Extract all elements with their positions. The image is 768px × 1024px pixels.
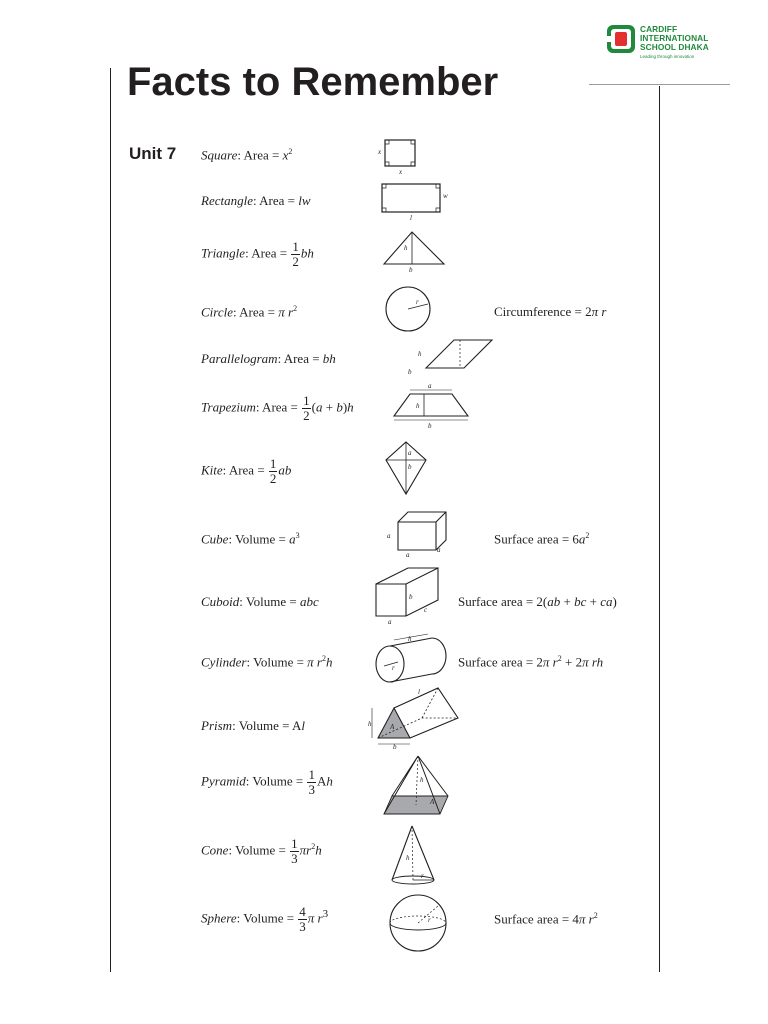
svg-text:x: x [377,148,382,156]
school-logo: CARDIFF INTERNATIONAL SCHOOL DHAKA Leadi… [600,18,730,66]
formula-cuboid: Cuboid: Volume = abc [201,594,319,609]
svg-text:h: h [416,402,420,410]
formula-rectangle: Rectangle: Area = lw [201,193,311,208]
svg-text:r: r [421,872,424,880]
svg-text:h: h [408,635,412,643]
svg-text:b: b [428,422,432,430]
svg-text:a: a [437,546,441,554]
trapezium-diagram: a h b [392,382,470,430]
logo-tagline: Leading through innovation [640,54,695,59]
svg-text:a: a [408,449,412,457]
svg-text:w: w [443,192,448,200]
svg-text:a: a [428,382,432,390]
svg-text:a: a [406,551,410,559]
formula-circle: Circle: Area = π r2 [201,304,298,320]
cone-diagram: h r [391,825,435,885]
cube-diagram: a a a [387,511,447,559]
sphere-diagram: r [389,894,447,952]
sphere-surface-area: Surface area = 4π r2 [494,911,598,927]
circumference-formula: Circumference = 2π r [494,304,607,319]
square-diagram: x x [377,139,416,176]
page-title: Facts to Remember [127,60,499,104]
svg-text:A: A [389,723,395,731]
svg-text:b: b [409,266,413,274]
svg-text:h: h [368,720,372,728]
cuboid-surface-area: Surface area = 2(ab + bc + ca) [458,594,617,609]
svg-text:a: a [387,532,391,540]
svg-text:h: h [404,244,408,252]
unit-heading: Unit 7 [129,144,177,163]
svg-text:b: b [408,463,412,471]
cylinder-diagram: h r [375,633,447,683]
triangle-diagram: h b [382,231,446,274]
cylinder-surface-area: Surface area = 2π r2 + 2π rh [458,654,604,670]
prism-diagram: h A b l [368,687,459,751]
formula-square: Square: Area = x2 [201,147,293,163]
svg-text:r: r [416,298,419,306]
formula-cylinder: Cylinder: Volume = π r2h [201,654,333,670]
right-margin-line [659,86,660,972]
parallelogram-diagram: h b [408,339,494,376]
svg-text:h: h [418,350,422,358]
left-margin-line [110,68,111,972]
svg-text:b: b [408,368,412,376]
circle-diagram: r [385,286,431,332]
svg-text:h: h [420,776,424,784]
svg-text:c: c [424,606,428,614]
cuboid-diagram: b c a [375,567,439,626]
logo-wordmark: CARDIFF INTERNATIONAL SCHOOL DHAKA [640,24,709,52]
svg-text:x: x [398,168,403,176]
pyramid-diagram: h A [383,755,449,815]
svg-text:b: b [393,743,397,751]
formula-parallelogram: Parallelogram: Area = bh [201,351,336,366]
svg-text:a: a [388,618,392,626]
svg-text:r: r [392,664,395,672]
svg-text:h: h [406,854,410,862]
svg-text:r: r [428,916,431,924]
logo-mark-icon [606,25,635,53]
kite-diagram: a b [385,441,427,496]
formula-cube: Cube: Volume = a3 [201,531,300,547]
header-rule [589,84,730,85]
svg-text:l: l [410,214,412,222]
svg-text:A: A [429,798,435,806]
cube-surface-area: Surface area = 6a2 [494,531,590,547]
formula-prism: Prism: Volume = Al [201,718,306,733]
svg-text:l: l [418,688,420,696]
rectangle-diagram: w l [381,183,448,222]
svg-text:b: b [409,593,413,601]
